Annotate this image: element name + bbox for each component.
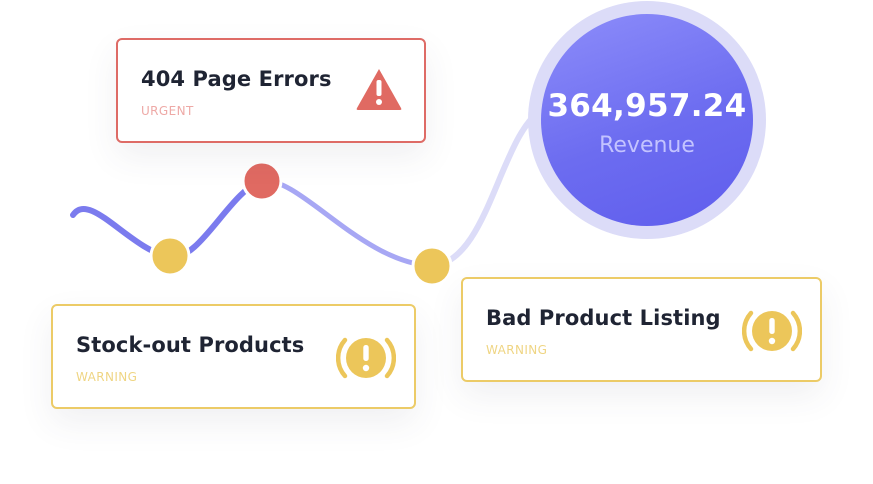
warning-marker-stockout [149, 235, 191, 277]
alert-title: 404 Page Errors [141, 67, 332, 91]
curve-segment-middle [259, 178, 435, 269]
warning-triangle-icon [356, 69, 402, 110]
exclamation-circle-icon [336, 337, 396, 379]
alert-title: Stock-out Products [76, 333, 305, 357]
alert-card-stockout[interactable]: Stock-out Products WARNING [51, 304, 416, 409]
alert-card-page-errors[interactable]: 404 Page Errors URGENT [116, 38, 426, 143]
alert-card-bad-listing[interactable]: Bad Product Listing WARNING [461, 277, 822, 382]
alert-severity: URGENT [141, 104, 194, 118]
alert-severity: WARNING [486, 343, 548, 357]
revenue-label: Revenue [599, 133, 695, 158]
alert-title: Bad Product Listing [486, 306, 721, 330]
warning-marker-listing [411, 245, 453, 287]
revenue-value: 364,957.24 [547, 88, 747, 124]
revenue-bubble[interactable]: 364,957.24 Revenue [541, 14, 753, 226]
urgent-marker-page-errors [241, 160, 283, 202]
exclamation-circle-icon [742, 310, 802, 352]
alert-severity: WARNING [76, 370, 138, 384]
